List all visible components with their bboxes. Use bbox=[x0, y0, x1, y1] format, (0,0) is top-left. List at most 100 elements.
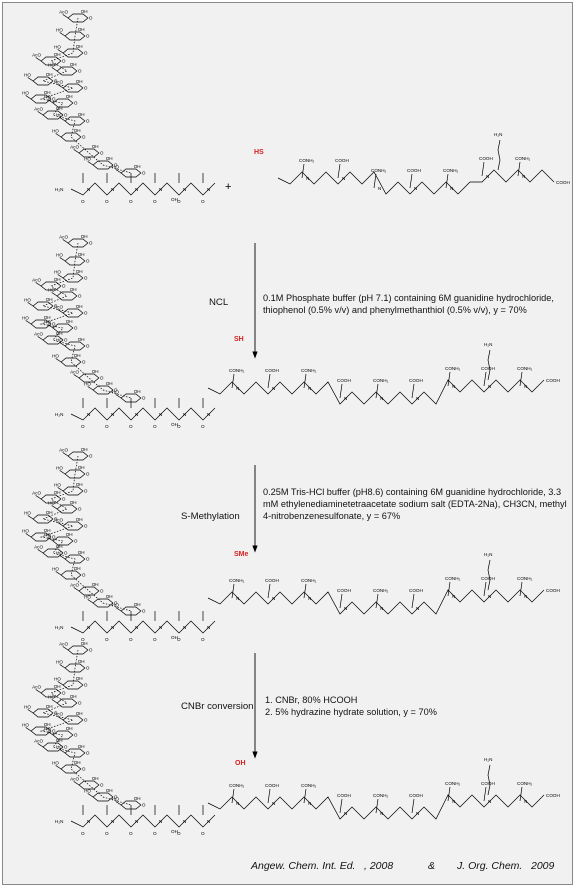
sugar-label: O bbox=[86, 344, 90, 349]
citation-year-2: 2009 bbox=[530, 860, 555, 872]
sugar-label: O bbox=[100, 589, 104, 594]
sugar-label: OH bbox=[78, 252, 85, 257]
sugar-label: O bbox=[74, 326, 78, 331]
sugar-label: OH bbox=[106, 156, 113, 161]
side-chain bbox=[303, 583, 307, 599]
sugar-bond bbox=[27, 302, 34, 307]
side-chain bbox=[519, 786, 523, 802]
sugar-label: OH bbox=[76, 79, 83, 84]
serine-oh: OH bbox=[171, 829, 178, 834]
sugar-label: OH bbox=[70, 500, 77, 505]
plus-sign: + bbox=[225, 181, 231, 193]
sugar-label: O bbox=[89, 16, 93, 21]
side-chain bbox=[267, 788, 271, 804]
side-chain-label: CONH₂ bbox=[517, 366, 533, 371]
sugar-label: OH bbox=[76, 304, 83, 309]
amide-n: N bbox=[488, 799, 491, 804]
sugar-bond bbox=[59, 555, 66, 560]
sugar-label: AcO bbox=[70, 776, 79, 781]
glycan-linkage bbox=[39, 455, 132, 612]
sugar-ring bbox=[40, 281, 62, 291]
sugar-label: O bbox=[62, 284, 66, 289]
sugar-label: HO bbox=[48, 500, 55, 505]
side-chain bbox=[267, 373, 271, 389]
sugar-label: HO bbox=[56, 337, 63, 342]
amide-n: N bbox=[380, 606, 383, 611]
sugar-label: O bbox=[74, 733, 78, 738]
amide-n: N bbox=[87, 187, 90, 192]
sugar-bond bbox=[57, 716, 64, 721]
sugar-label: OH bbox=[46, 297, 53, 302]
amide-n: N bbox=[183, 625, 186, 630]
amide-n: N bbox=[342, 176, 345, 181]
sugar-label: OH bbox=[78, 550, 85, 555]
citation-ampersand: & bbox=[428, 860, 435, 872]
side-chain-label: COOH bbox=[409, 378, 423, 383]
sugar-label: O bbox=[74, 101, 78, 106]
sugar-bond bbox=[37, 549, 44, 554]
sugar-label: HO bbox=[52, 760, 59, 765]
carbonyl-o: O bbox=[129, 637, 133, 642]
sugar-label: HO bbox=[24, 72, 31, 77]
citation-year-1: , 2008 bbox=[364, 860, 393, 872]
carbonyl-o: O bbox=[201, 831, 205, 836]
sugar-label: O bbox=[54, 517, 58, 522]
sugar-label: O bbox=[84, 718, 88, 723]
sugar-label: OH bbox=[54, 684, 61, 689]
sugar-label: O bbox=[52, 322, 56, 327]
sugar-ring bbox=[64, 554, 86, 564]
sugar-label: O bbox=[142, 171, 146, 176]
sugar-ring bbox=[62, 308, 84, 318]
sugar-label: OH bbox=[70, 694, 77, 699]
amide-n: N bbox=[183, 819, 186, 824]
c-terminus: COOH bbox=[546, 378, 560, 383]
amide-n: N bbox=[207, 625, 210, 630]
sugar-label: HO bbox=[56, 744, 63, 749]
side-chain bbox=[337, 163, 341, 179]
carbonyl-o: O bbox=[153, 831, 157, 836]
sugar-bond bbox=[59, 749, 66, 754]
sugar-bond bbox=[47, 537, 54, 542]
sugar-bond bbox=[87, 386, 94, 391]
side-chain-label: COOH bbox=[265, 578, 279, 583]
sugar-ring bbox=[64, 748, 86, 758]
side-chain bbox=[339, 593, 343, 609]
step-label-ncl: NCL bbox=[209, 297, 229, 308]
lysine-amine: H₂N bbox=[484, 757, 492, 762]
carbonyl-o: O bbox=[177, 199, 181, 204]
sugar-bond bbox=[87, 161, 94, 166]
side-chain bbox=[445, 173, 449, 189]
sugar-bond bbox=[51, 699, 58, 704]
side-chain-label: COOH bbox=[409, 588, 423, 593]
amide-n: N bbox=[111, 412, 114, 417]
side-chain-label: CONH₂ bbox=[445, 781, 461, 786]
side-chain bbox=[411, 798, 415, 814]
carbonyl-o: O bbox=[81, 199, 85, 204]
reactant-cys-peptide: CONH₂NCOOHNCONH₂NCOOHNCONH₂NCOOHNCONH₂NC… bbox=[277, 132, 570, 195]
sugar-bond bbox=[59, 32, 66, 37]
sugar-bond bbox=[115, 394, 122, 399]
sugar-bond bbox=[55, 765, 62, 770]
conditions-methylation-line-1: 0.25M Tris-HCl buffer (pH8.6) containing… bbox=[263, 487, 561, 497]
side-chain-label: COOH bbox=[265, 783, 279, 788]
amide-n: N bbox=[452, 799, 455, 804]
sugar-label: HO bbox=[56, 252, 63, 257]
side-chain-label: CONH₂ bbox=[373, 793, 389, 798]
sugar-ring bbox=[92, 598, 114, 608]
side-chain-label: CONH₂ bbox=[299, 158, 315, 163]
side-chain bbox=[375, 383, 379, 399]
sugar-label: O bbox=[52, 535, 56, 540]
amide-n: N bbox=[452, 594, 455, 599]
sugar-label: HO bbox=[48, 287, 55, 292]
carbonyl-o: O bbox=[201, 424, 205, 429]
side-chain-label: COOH bbox=[337, 793, 351, 798]
sugar-bond bbox=[47, 99, 54, 104]
carbonyl-o: O bbox=[129, 831, 133, 836]
side-chain bbox=[267, 583, 271, 599]
amide-n: N bbox=[87, 412, 90, 417]
sugar-bond bbox=[25, 320, 32, 325]
carbonyl-o: O bbox=[105, 199, 109, 204]
sugar-label: O bbox=[86, 34, 90, 39]
sugar-bond bbox=[59, 117, 66, 122]
